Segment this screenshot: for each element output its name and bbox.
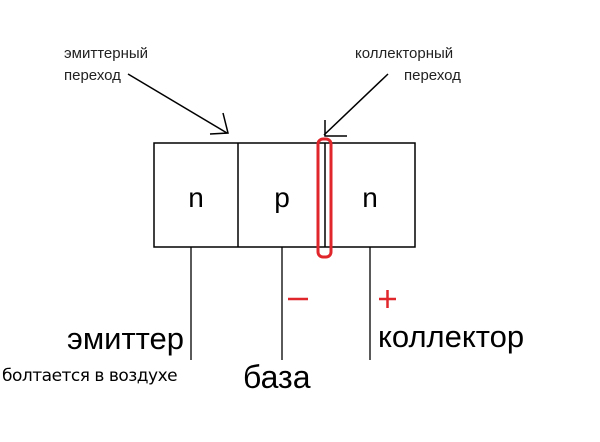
- emitter-junction-label-line1: эмиттерный: [64, 45, 149, 62]
- emitter-note: болтается в воздухе: [2, 366, 178, 386]
- emitter-junction-arrow: [127, 73, 229, 135]
- collector-region-label: n: [362, 182, 378, 213]
- base-region-label: p: [274, 182, 290, 213]
- collector-junction-highlight: [316, 137, 333, 259]
- base-label: база: [243, 359, 311, 395]
- collector-junction-arrow: [323, 73, 389, 137]
- semiconductor-block: [153, 142, 416, 248]
- collector-junction-label-line2: переход: [404, 67, 461, 84]
- collector-label: коллектор: [378, 319, 525, 354]
- emitter-label: эмиттер: [67, 321, 184, 356]
- collector-junction-label-line1: коллекторный: [355, 45, 454, 62]
- emitter-region-label: n: [188, 182, 204, 213]
- emitter-junction-label-line2: переход: [64, 67, 121, 84]
- plus-sign: [379, 290, 396, 308]
